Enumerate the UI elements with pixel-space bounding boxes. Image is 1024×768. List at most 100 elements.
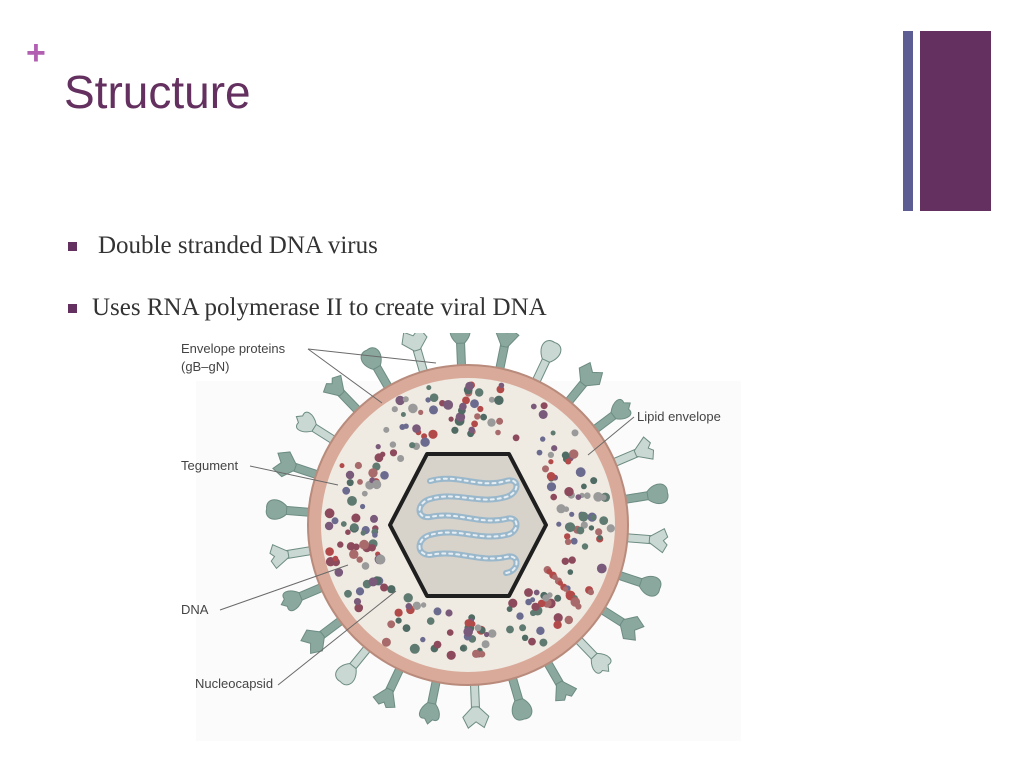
tegument-particle (571, 429, 579, 437)
tegument-particle (465, 381, 474, 391)
tegument-particle (325, 547, 334, 556)
tegument-particle (418, 409, 424, 415)
tegument-particle (349, 549, 359, 559)
tegument-particle (542, 465, 549, 473)
tegument-particle (354, 461, 362, 470)
tegument-particle (531, 602, 540, 611)
tegument-particle (359, 539, 369, 550)
tegument-particle (380, 583, 389, 592)
tegument-particle (361, 490, 368, 497)
tegument-particle (474, 413, 481, 420)
tegument-particle (565, 522, 576, 533)
tegument-particle (597, 535, 603, 541)
tegument-particle (528, 637, 536, 646)
tegument-particle (409, 643, 420, 654)
tegument-particle (337, 541, 344, 548)
virus-diagram: Envelope proteins (gB–gN) Lipid envelope… (168, 333, 748, 743)
tegument-particle (487, 418, 496, 427)
tegument-particle (357, 479, 363, 485)
tegument-particle (533, 589, 540, 596)
tegument-particle (405, 603, 413, 610)
tegument-particle (420, 437, 430, 447)
tegument-particle (372, 532, 378, 538)
tegument-particle (470, 399, 479, 409)
label-lipid-envelope: Lipid envelope (637, 409, 721, 424)
tegument-particle (448, 416, 454, 422)
tegument-particle (516, 612, 524, 620)
tegument-particles (324, 381, 615, 660)
tegument-particle (578, 511, 589, 522)
tegument-particle (391, 406, 398, 413)
tegument-particle (389, 449, 398, 457)
tegument-particle (575, 467, 586, 478)
tegument-particle (593, 492, 603, 502)
tegument-particle (508, 598, 518, 608)
tegument-particle (564, 533, 571, 540)
tegument-particle (468, 426, 476, 434)
tegument-particle (332, 555, 339, 562)
tegument-particle (459, 645, 466, 652)
tegument-particle (455, 412, 466, 422)
tegument-particle (595, 528, 603, 536)
tegument-particle (426, 617, 435, 625)
tegument-particle (346, 479, 354, 487)
tegument-particle (420, 636, 426, 643)
tegument-particle (547, 451, 554, 458)
tegument-particle (334, 568, 344, 577)
tegument-particle (561, 557, 569, 565)
tegument-particle (408, 403, 418, 414)
tegument-particle (551, 445, 558, 452)
tegument-particle (498, 382, 505, 389)
tegument-particle (494, 395, 504, 405)
tegument-particle (563, 506, 570, 512)
tegument-particle (536, 449, 543, 456)
tegument-particle (443, 400, 454, 410)
tegument-particle (342, 486, 351, 495)
tegument-particle (542, 594, 550, 602)
label-tegument: Tegument (181, 458, 238, 473)
tegument-particle (512, 434, 520, 442)
tegument-particle (587, 589, 594, 596)
tegument-particle (402, 396, 409, 403)
tegument-particle (361, 562, 370, 570)
tegument-particle (389, 441, 397, 448)
tegument-particle (399, 424, 406, 430)
tegument-particle (530, 403, 537, 410)
tegument-particle (564, 615, 573, 625)
tegument-particle (387, 620, 396, 629)
tegument-particle (496, 417, 504, 425)
tegument-particle (353, 598, 362, 606)
tegument-particle (564, 487, 574, 497)
tegument-particle (381, 637, 391, 647)
tegument-particle (575, 494, 582, 500)
tegument-particle (380, 451, 386, 457)
glycoprotein-spike-icon (603, 436, 655, 471)
tegument-particle (553, 620, 562, 629)
label-dna: DNA (181, 602, 209, 617)
tegument-particle (584, 492, 591, 499)
tegument-particle (546, 472, 556, 481)
tegument-particle (550, 430, 556, 436)
tegument-particle (570, 537, 578, 545)
tegument-particle (394, 608, 403, 617)
tegument-particle (395, 617, 402, 624)
tegument-particle (429, 405, 438, 415)
tegument-particle (375, 444, 381, 450)
tegument-particle (351, 513, 361, 523)
tegument-particle (339, 463, 345, 469)
tegument-particle (521, 634, 529, 641)
tegument-particle (425, 397, 431, 403)
tegument-particle (475, 388, 484, 397)
tegument-particle (538, 410, 548, 419)
tegument-particle (446, 629, 454, 636)
accent-bar-thick (920, 31, 991, 211)
tegument-particle (372, 479, 382, 490)
tegument-particle (402, 624, 411, 632)
tegument-particle (556, 504, 566, 514)
tegument-particle (370, 514, 378, 523)
tegument-particle (474, 624, 482, 632)
tegument-particle (525, 598, 532, 606)
tegument-particle (540, 402, 548, 410)
tegument-particle (546, 482, 557, 492)
tegument-particle (506, 625, 514, 634)
